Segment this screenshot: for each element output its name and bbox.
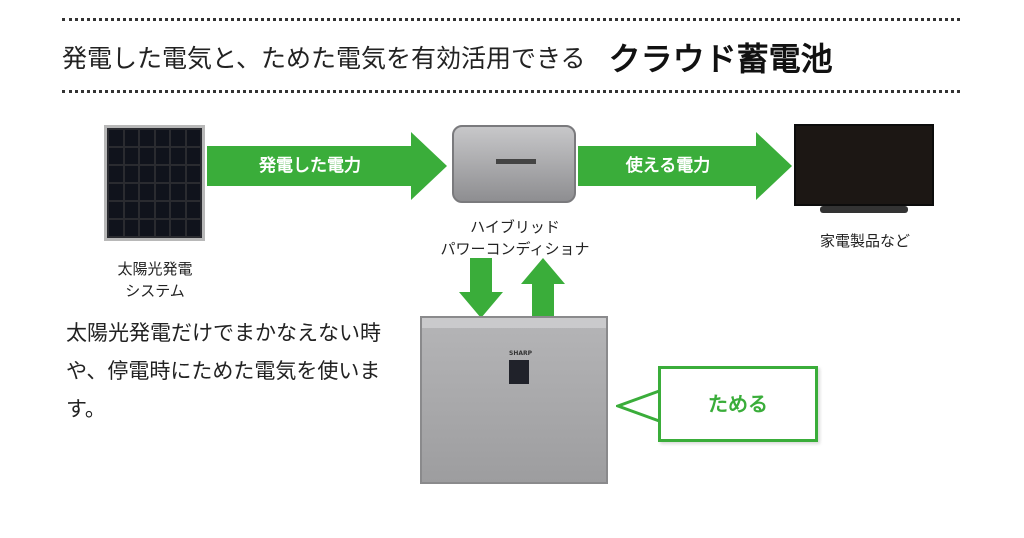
hybrid-inverter-image [452, 125, 576, 203]
generated-power-label: 発電した電力 [259, 156, 361, 176]
battery-brand: SHARP [509, 350, 533, 357]
description-text: 太陽光発電だけでまかなえない時や、停電時にためた電気を使います。 [66, 321, 381, 421]
solar-caption: 太陽光発電 システム [117, 260, 193, 300]
usable-power-label: 使える電力 [625, 156, 711, 176]
charge-down-arrow [459, 258, 503, 320]
solar-panel-image [104, 125, 205, 241]
tv-stand [820, 206, 908, 213]
store-callout: ためる [658, 366, 818, 442]
callout-tail [616, 387, 664, 425]
appliances-caption: 家電製品など [819, 232, 910, 250]
title-emphasis: クラウド蓄電池 [608, 40, 833, 78]
tv-image [794, 124, 934, 206]
generated-power-arrow: 発電した電力 [207, 132, 447, 200]
title-main: 発電した電気と、ためた電気を有効活用できる [62, 44, 586, 73]
page-title: 発電した電気と、ためた電気を有効活用できる クラウド蓄電池 [62, 34, 960, 78]
top-dotted-divider [62, 18, 960, 21]
inverter-caption: ハイブリッド パワーコンディショナ [440, 218, 590, 258]
callout-label: ためる [708, 392, 768, 416]
discharge-up-arrow [521, 258, 565, 320]
storage-battery-image: SHARP [420, 316, 608, 484]
bottom-dotted-divider [62, 90, 960, 93]
usable-power-arrow: 使える電力 [578, 132, 792, 200]
